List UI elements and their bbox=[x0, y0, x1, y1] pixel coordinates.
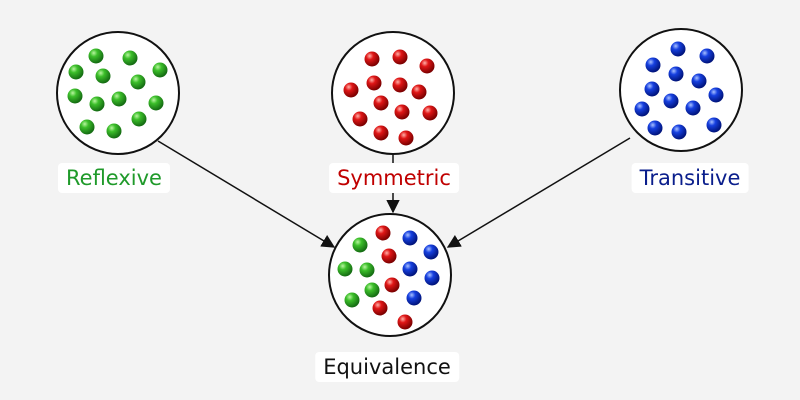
equivalence-element-red bbox=[372, 300, 388, 316]
transitive-elements bbox=[634, 41, 724, 140]
transitive-element bbox=[634, 101, 650, 117]
reflexive-element bbox=[131, 111, 147, 127]
transitive-element bbox=[663, 93, 679, 109]
equivalence-element-green bbox=[352, 237, 368, 253]
reflexive-element bbox=[148, 95, 164, 111]
transitive-element bbox=[699, 48, 715, 64]
transitive-label: Transitive bbox=[631, 163, 749, 193]
symmetric-element bbox=[366, 75, 382, 91]
reflexive-element bbox=[111, 91, 127, 107]
reflexive-element bbox=[79, 119, 95, 135]
equivalence-element-blue bbox=[406, 290, 422, 306]
symmetric-label: Symmetric bbox=[329, 163, 459, 193]
symmetric-element bbox=[392, 77, 408, 93]
equivalence-element-green bbox=[344, 292, 360, 308]
symmetric-elements bbox=[343, 49, 438, 146]
reflexive-element bbox=[122, 50, 138, 66]
arrow-transitive-to-equivalence bbox=[446, 137, 631, 248]
reflexive-element bbox=[67, 88, 83, 104]
equivalence-element-green bbox=[337, 261, 353, 277]
reflexive-elements bbox=[67, 48, 168, 139]
reflexive-element bbox=[95, 68, 111, 84]
equivalence-element-green bbox=[364, 282, 380, 298]
symmetric-element bbox=[398, 130, 414, 146]
transitive-element bbox=[671, 124, 687, 140]
reflexive-element bbox=[106, 123, 122, 139]
reflexive-element bbox=[88, 48, 104, 64]
symmetric-element bbox=[422, 105, 438, 121]
equivalence-element-red bbox=[384, 277, 400, 293]
equivalence-label: Equivalence bbox=[315, 352, 459, 382]
transitive-element bbox=[670, 41, 686, 57]
symmetric-element bbox=[394, 104, 410, 120]
equivalence-element-green bbox=[359, 262, 375, 278]
symmetric-element bbox=[373, 95, 389, 111]
reflexive-label: Reflexive bbox=[58, 163, 170, 193]
equivalence-elements bbox=[337, 225, 440, 330]
symmetric-element bbox=[364, 51, 380, 67]
transitive-element bbox=[647, 120, 663, 136]
equivalence-element-red bbox=[375, 225, 391, 241]
reflexive-element bbox=[68, 64, 84, 80]
symmetric-element bbox=[411, 84, 427, 100]
transitive-element bbox=[708, 87, 724, 103]
reflexive-element bbox=[130, 74, 146, 90]
transitive-element bbox=[706, 117, 722, 133]
equivalence-element-blue bbox=[423, 244, 439, 260]
equivalence-element-red bbox=[381, 248, 397, 264]
transitive-element bbox=[668, 66, 684, 82]
equivalence-element-blue bbox=[424, 270, 440, 286]
transitive-element bbox=[691, 73, 707, 89]
equivalence-element-blue bbox=[402, 230, 418, 246]
transitive-element bbox=[645, 57, 661, 73]
equivalence-element-red bbox=[397, 314, 413, 330]
transitive-element bbox=[685, 100, 701, 116]
reflexive-element bbox=[152, 62, 168, 78]
symmetric-element bbox=[392, 49, 408, 65]
symmetric-element bbox=[352, 111, 368, 127]
equivalence-element-blue bbox=[402, 261, 418, 277]
symmetric-element bbox=[419, 58, 435, 74]
arrow-reflexive-to-equivalence bbox=[157, 140, 336, 248]
reflexive-element bbox=[89, 96, 105, 112]
transitive-element bbox=[644, 81, 660, 97]
symmetric-element bbox=[373, 125, 389, 141]
symmetric-element bbox=[343, 82, 359, 98]
